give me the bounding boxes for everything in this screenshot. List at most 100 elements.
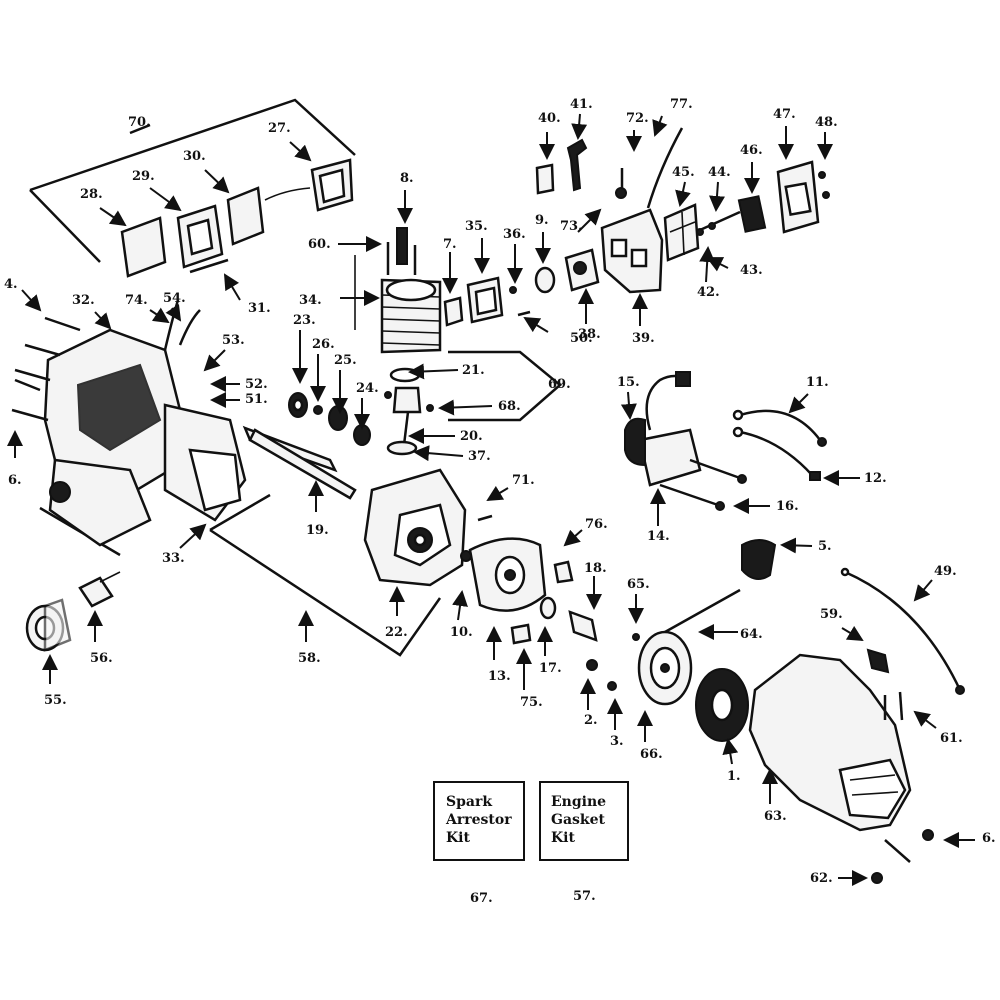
callout-76: 76. bbox=[585, 517, 608, 532]
leader-arrow bbox=[788, 393, 809, 414]
callout-15: 15. bbox=[617, 375, 640, 390]
callout-64: 64. bbox=[740, 627, 763, 642]
callout-40: 40. bbox=[538, 111, 561, 126]
leader-arrow bbox=[913, 710, 937, 729]
leader-arrow bbox=[706, 257, 729, 272]
callout-35: 35. bbox=[465, 219, 488, 234]
callout-33: 33. bbox=[162, 551, 185, 566]
leader-arrow bbox=[913, 579, 933, 602]
leader-arrow bbox=[563, 529, 583, 547]
leader-arrow bbox=[203, 349, 226, 372]
callout-31: 31. bbox=[248, 301, 271, 316]
callout-36: 36. bbox=[503, 227, 526, 242]
kit-label-line: Spark bbox=[446, 794, 492, 810]
leader-arrow bbox=[699, 246, 716, 283]
kit-label-line: Kit bbox=[551, 830, 575, 846]
leader-arrow bbox=[709, 181, 725, 212]
callout-61: 61. bbox=[940, 731, 963, 746]
callout-27: 27. bbox=[268, 121, 291, 136]
leader-arrow bbox=[620, 391, 637, 420]
leader-arrow bbox=[94, 311, 112, 330]
callout-70: 70. bbox=[128, 115, 151, 130]
callout-19: 19. bbox=[306, 523, 329, 538]
leader-arrow bbox=[486, 485, 509, 502]
callout-8: 8. bbox=[400, 171, 414, 186]
callout-57: 57. bbox=[573, 889, 596, 904]
callout-39: 39. bbox=[632, 331, 655, 346]
callout-52: 52. bbox=[245, 377, 268, 392]
callout-62: 62. bbox=[810, 871, 833, 886]
callout-23: 23. bbox=[293, 313, 316, 328]
callout-73: 73. bbox=[560, 219, 583, 234]
engine-gasket-kit-box: Engine Gasket Kit bbox=[539, 781, 629, 861]
callout-54: 54. bbox=[163, 291, 186, 306]
callout-59: 59. bbox=[820, 607, 843, 622]
callout-25: 25. bbox=[334, 353, 357, 368]
callout-49: 49. bbox=[934, 564, 957, 579]
callout-4: 4. bbox=[4, 277, 18, 292]
callout-67: 67. bbox=[470, 891, 493, 906]
callout-22: 22. bbox=[385, 625, 408, 640]
leader-arrow bbox=[841, 625, 864, 642]
callout-45: 45. bbox=[672, 165, 695, 180]
callout-53: 53. bbox=[222, 333, 245, 348]
callout-34: 34. bbox=[299, 293, 322, 308]
callout-1: 1. bbox=[727, 769, 741, 784]
engine-housing-assembly bbox=[11, 299, 351, 547]
callout-63: 63. bbox=[764, 809, 787, 824]
kit-label-line: Engine bbox=[551, 794, 606, 810]
leader-arrow bbox=[21, 289, 42, 312]
callout-51: 51. bbox=[245, 392, 268, 407]
kit-label-line: Arrestor bbox=[445, 812, 512, 828]
callout-37: 37. bbox=[468, 449, 491, 464]
callout-14: 14. bbox=[647, 529, 670, 544]
crankshaft-parts bbox=[248, 392, 371, 500]
callout-21: 21. bbox=[462, 363, 485, 378]
leader-arrow bbox=[722, 738, 739, 765]
callout-11: 11. bbox=[806, 375, 829, 390]
air-filter-assembly bbox=[120, 158, 354, 278]
leader-arrow bbox=[179, 523, 207, 549]
callout-69: 69. bbox=[548, 377, 571, 392]
callout-44: 44. bbox=[708, 165, 731, 180]
leader-arrow bbox=[204, 169, 230, 194]
callout-7: 7. bbox=[443, 237, 457, 252]
callout-42: 42. bbox=[697, 285, 720, 300]
callout-16: 16. bbox=[776, 499, 799, 514]
leader-arrow bbox=[99, 207, 127, 227]
carburetor-assembly bbox=[443, 127, 830, 327]
callout-46: 46. bbox=[740, 143, 763, 158]
leader-arrow bbox=[438, 399, 493, 416]
spark-arrestor-kit-box: Spark Arrestor Kit bbox=[433, 781, 525, 861]
callout-18: 18. bbox=[584, 561, 607, 576]
leader-arrow bbox=[413, 445, 464, 462]
spark-arrestor-parts bbox=[25, 571, 121, 652]
callout-48: 48. bbox=[815, 115, 838, 130]
callout-17: 17. bbox=[539, 661, 562, 676]
callout-47: 47. bbox=[773, 107, 796, 122]
callout-26: 26. bbox=[312, 337, 335, 352]
callout-2: 2. bbox=[584, 713, 598, 728]
leader-arrow bbox=[780, 537, 813, 554]
callout-68: 68. bbox=[498, 399, 521, 414]
kit-label-line: Kit bbox=[446, 830, 470, 846]
callout-24: 24. bbox=[356, 381, 379, 396]
leader-arrow bbox=[165, 303, 182, 322]
leader-arrow bbox=[223, 273, 241, 301]
leader-arrow bbox=[408, 363, 459, 380]
callout-38: 38. bbox=[578, 327, 601, 342]
leader-arrow bbox=[652, 115, 668, 137]
callout-66: 66. bbox=[640, 747, 663, 762]
callout-29: 29. bbox=[132, 169, 155, 184]
callout-41: 41. bbox=[570, 97, 593, 112]
callout-71: 71. bbox=[512, 473, 535, 488]
leader-arrow bbox=[149, 307, 170, 324]
callout-58: 58. bbox=[298, 651, 321, 666]
leader-arrow bbox=[149, 187, 182, 212]
callout-60: 60. bbox=[308, 237, 331, 252]
callout-56: 56. bbox=[90, 651, 113, 666]
callout-30: 30. bbox=[183, 149, 206, 164]
callout-55: 55. bbox=[44, 693, 67, 708]
callout-72: 72. bbox=[626, 111, 649, 126]
